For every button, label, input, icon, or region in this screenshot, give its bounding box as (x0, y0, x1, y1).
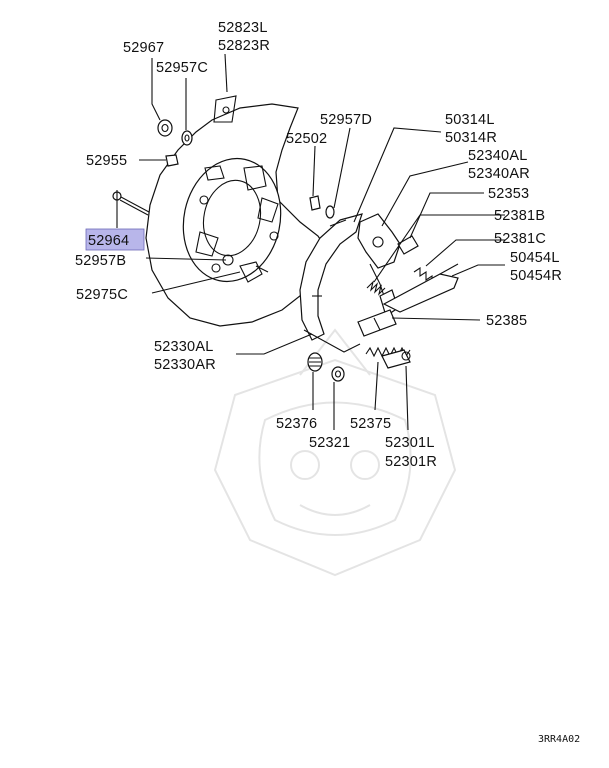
leader-lines (116, 53, 505, 431)
label-52301L: 52301L (385, 435, 435, 451)
label-52823L: 52823L (218, 20, 268, 36)
spring-52376 (307, 352, 323, 372)
label-50454R: 50454R (510, 268, 562, 284)
adjuster-52301 (381, 349, 411, 369)
label-52381B: 52381B (494, 208, 545, 224)
brake-shoe (299, 213, 363, 353)
label-52330AR: 52330AR (154, 357, 216, 373)
spring-52381B (366, 280, 386, 296)
strut-50454 (382, 263, 459, 313)
label-50454L: 50454L (510, 250, 560, 266)
spring-52375 (365, 346, 411, 358)
label-52301R: 52301R (385, 454, 437, 470)
label-52381C: 52381C (494, 231, 546, 247)
label-52967: 52967 (123, 40, 164, 56)
figure-code: 3RR4A02 (538, 734, 580, 745)
label-52955: 52955 (86, 153, 127, 169)
backing-plate (145, 95, 327, 327)
label-52340AL: 52340AL (468, 148, 527, 164)
label-52975C: 52975C (76, 287, 128, 303)
nut-52967 (157, 119, 173, 137)
part-labels: 52823L 52823R 52967 52957C 52957D 50314L… (75, 20, 562, 470)
label-52385: 52385 (486, 313, 527, 329)
label-52957C: 52957C (156, 60, 208, 76)
label-52957B: 52957B (75, 253, 126, 269)
label-52353: 52353 (488, 186, 529, 202)
label-52502: 52502 (286, 131, 327, 147)
label-52340AR: 52340AR (468, 166, 530, 182)
label-52376: 52376 (276, 416, 317, 432)
pin-52964 (112, 191, 150, 216)
washer-52957D (325, 205, 335, 219)
watermark-emblem (213, 328, 457, 577)
highlight-box (85, 228, 145, 251)
label-50314R: 50314R (445, 130, 497, 146)
label-52375: 52375 (350, 416, 391, 432)
clip-52502 (309, 195, 321, 211)
label-52957D: 52957D (320, 112, 372, 128)
label-52321: 52321 (309, 435, 350, 451)
washer-52957C (181, 130, 193, 146)
label-52964: 52964 (88, 233, 129, 249)
adjuster-52385 (357, 309, 397, 337)
cup-52321 (331, 366, 345, 382)
plug-52955 (165, 154, 179, 167)
label-52330AL: 52330AL (154, 339, 213, 355)
label-52823R: 52823R (218, 38, 270, 54)
label-50314L: 50314L (445, 112, 495, 128)
